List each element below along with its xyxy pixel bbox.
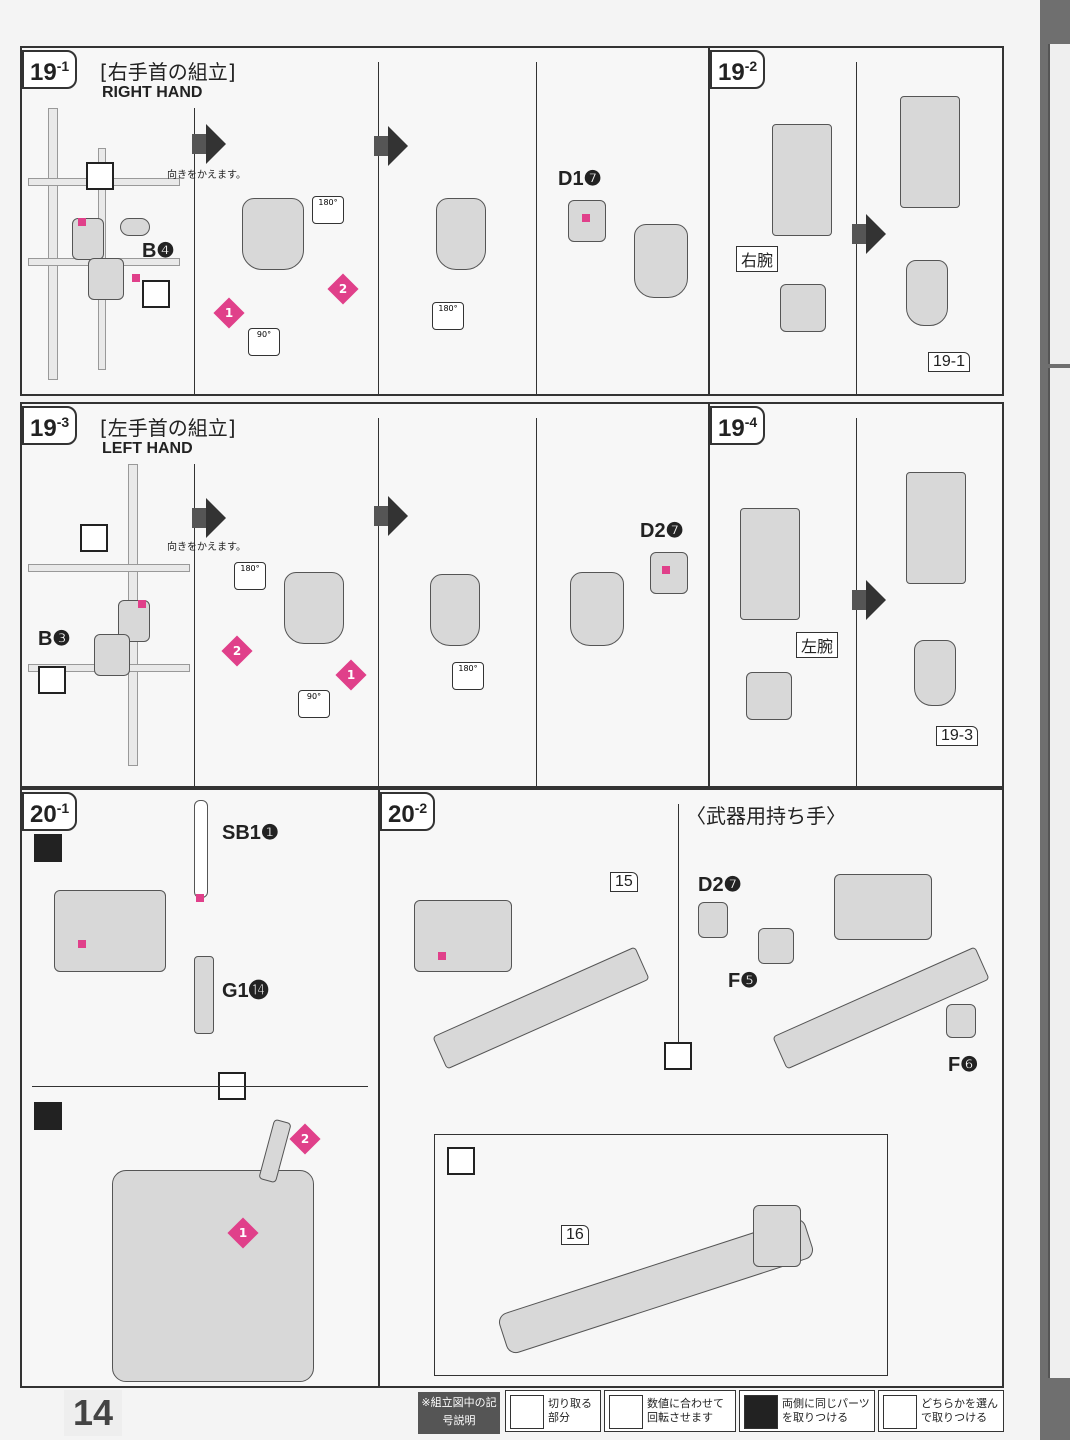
arrow-right — [852, 580, 886, 620]
both-sides-icon — [34, 834, 62, 862]
step-badge-2: 2 — [327, 273, 359, 305]
title-left-hand-jp: [左手首の組立] — [100, 416, 236, 440]
arrow-right — [852, 214, 886, 254]
rotate-icon: 90° — [248, 328, 280, 356]
title-right-hand-jp: [右手首の組立] — [100, 60, 236, 84]
rotate-icon: 90° — [298, 690, 330, 718]
part-b4: B❹ — [142, 240, 175, 262]
page-number: 14 — [64, 1390, 122, 1436]
rotate-icon — [609, 1395, 643, 1429]
arrow-right — [192, 498, 226, 538]
legend-choose: どちらかを選んで取りつける — [878, 1390, 1004, 1432]
panel-19-2: 19-2 右腕 19-1 — [708, 46, 1004, 396]
bazooka-magazine — [753, 1205, 801, 1267]
step-label-19-4: 19-4 — [710, 406, 766, 445]
ref-19-3: 19-3 — [936, 726, 979, 746]
part-d27: D2❼ — [640, 520, 684, 542]
wrist-joint-part — [780, 284, 826, 332]
label-right-arm: 右腕 — [736, 246, 779, 272]
legend-title: ※組立図中の記号説明 — [418, 1392, 500, 1434]
part-g1: G1⓮ — [222, 980, 269, 1002]
hand-part — [436, 198, 486, 270]
step-label-20-2: 20-2 — [380, 792, 436, 831]
step-label-19-2: 19-2 — [710, 50, 766, 89]
hand-part — [634, 224, 688, 298]
arrow-right — [374, 496, 408, 536]
forearm-part — [834, 874, 932, 940]
hand-part — [570, 572, 624, 646]
part-sb1: SB1❶ — [222, 822, 279, 844]
hand-part — [914, 640, 956, 706]
legend-both-sides: 両側に同じパーツを取りつける — [739, 1390, 875, 1432]
part-f5: F❺ — [728, 970, 759, 992]
wrist-joint-part — [746, 672, 792, 720]
step-label-20-1: 20-1 — [22, 792, 78, 831]
step-label-19-1: 19-1 — [22, 50, 78, 89]
cut-icon — [510, 1395, 544, 1429]
part-b3: B❸ — [38, 628, 71, 650]
legend-cut: 切り取る部分 — [505, 1390, 601, 1432]
rotate-icon: 180° — [312, 196, 344, 224]
cut-icon — [80, 524, 108, 552]
weapon-hand-title: 〈武器用持ち手〉 — [686, 804, 846, 828]
backpack-assembly — [112, 1170, 314, 1382]
cut-icon — [38, 666, 66, 694]
both-sides-icon — [34, 1102, 62, 1130]
part-d17: D1❼ — [558, 168, 602, 190]
forearm-assembled — [900, 96, 960, 208]
arrow-right — [192, 124, 226, 164]
step-badge-1: 1 — [335, 659, 367, 691]
runner-b — [28, 464, 190, 766]
arrow-right — [374, 126, 408, 166]
title-left-hand-en: LEFT HAND — [102, 440, 193, 457]
next-page-edge — [1040, 0, 1070, 1440]
rotate-icon: 180° — [432, 302, 464, 330]
step-badge-1: 1 — [227, 1217, 259, 1249]
manual-page: 19-1 [右手首の組立] RIGHT HAND B❹ 向きをかえます。 180… — [0, 0, 1040, 1440]
forearm-part — [414, 900, 512, 972]
forearm-part — [772, 124, 832, 236]
orientation-note: 向きをかえます。 — [167, 170, 246, 181]
hand-part — [430, 574, 480, 646]
hand-part — [242, 198, 304, 270]
choose-icon — [883, 1395, 917, 1429]
ref-16: 16 — [561, 1225, 589, 1245]
orientation-note: 向きをかえます。 — [167, 542, 246, 553]
grip-hand-part — [758, 928, 794, 964]
panel-20-2: 20-2 〈武器用持ち手〉 15 D2❼ F❺ F❻ 16 — [378, 788, 1004, 1388]
forearm-part — [54, 890, 166, 972]
cut-icon — [86, 162, 114, 190]
cut-icon — [142, 280, 170, 308]
choose-icon — [664, 1042, 692, 1070]
alt-weapon-box: 16 — [434, 1134, 888, 1376]
ref-19-1: 19-1 — [928, 352, 971, 372]
rotate-icon: 180° — [234, 562, 266, 590]
forearm-assembled — [906, 472, 966, 584]
ref-15: 15 — [610, 872, 638, 892]
part-f6: F❻ — [948, 1054, 979, 1076]
part-d27b: D2❼ — [698, 874, 742, 896]
legend-rotate: 数値に合わせて回転させます — [604, 1390, 736, 1432]
panel-19-4: 19-4 左腕 19-3 — [708, 402, 1004, 788]
hand-part — [906, 260, 948, 326]
label-left-arm: 左腕 — [796, 632, 839, 658]
grip-part — [946, 1004, 976, 1038]
panel-19-3: 19-3 [左手首の組立] LEFT HAND B❸ 向きをかえます。 180°… — [20, 402, 710, 788]
title-right-hand-en: RIGHT HAND — [102, 84, 203, 101]
wrist-part — [698, 902, 728, 938]
forearm-part — [740, 508, 800, 620]
step-badge-2: 2 — [289, 1123, 321, 1155]
panel-20-1: 20-1 SB1❶ G1⓮ 1 2 — [20, 788, 380, 1388]
both-sides-icon — [744, 1395, 778, 1429]
hand-part — [284, 572, 344, 644]
choose-icon — [447, 1147, 475, 1175]
step-label-19-3: 19-3 — [22, 406, 78, 445]
panel-19-1: 19-1 [右手首の組立] RIGHT HAND B❹ 向きをかえます。 180… — [20, 46, 710, 396]
step-badge-2: 2 — [221, 635, 253, 667]
beam-saber-blade — [194, 800, 208, 898]
saber-hilt — [194, 956, 214, 1034]
step-badge-1: 1 — [213, 297, 245, 329]
rotate-icon: 180° — [452, 662, 484, 690]
